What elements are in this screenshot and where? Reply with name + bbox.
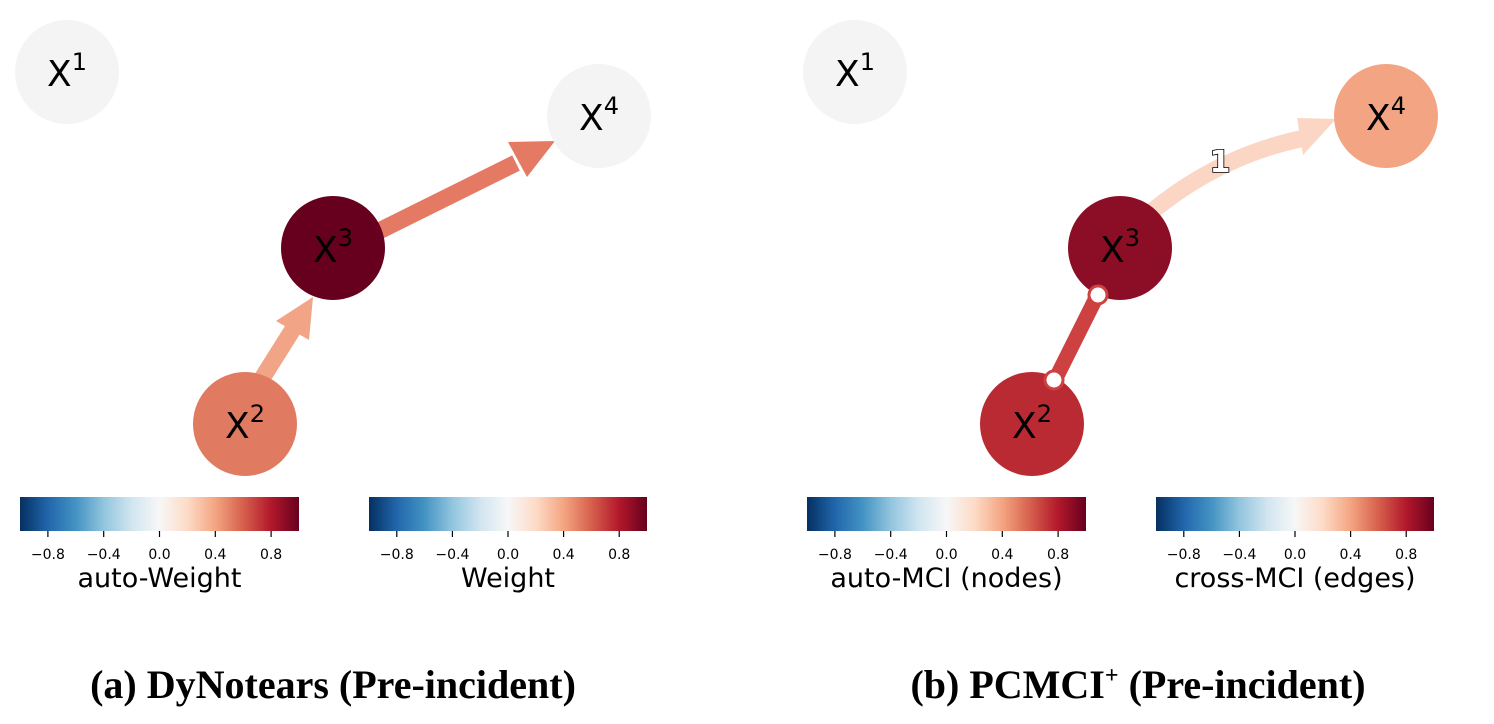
node-x1-a: X1 [15,20,119,124]
colorbar-tick-label: 0.0 [1284,547,1306,563]
node-x4-b-label: X [1366,98,1391,139]
node-x2-b: X2 [980,372,1084,476]
colorbar-tick-label: 0.8 [260,547,282,563]
node-x3-b-label: X [1100,230,1125,271]
node-x4-b: X4 [1334,64,1438,168]
svg-text:X3: X3 [313,224,353,271]
node-x2-b-label: X [1012,406,1037,447]
svg-text:X4: X4 [1366,92,1406,139]
svg-text:X1: X1 [47,48,87,95]
edge-x3-x4-a-arrowhead [508,141,555,177]
node-x3-a-label: X [313,230,338,271]
colorbar-tick-label: −0.8 [818,547,852,563]
colorbar-tick-label: −0.8 [380,547,414,563]
node-x4-a-sup: 4 [604,92,619,120]
colorbar-weight-label: Weight [461,563,555,594]
colorbar-tick-label: −0.4 [87,547,121,563]
colorbar-tick-label: 0.4 [1339,547,1361,563]
colorbar-tick-label: 0.4 [552,547,574,563]
colorbar-tick-label: 0.0 [935,547,957,563]
colorbar-auto-weight: −0.8 −0.4 0.0 0.4 0.8 auto-Weight [20,497,299,594]
colorbar-auto-mci-bar [807,497,1086,531]
colorbar-auto-mci: −0.8 −0.4 0.0 0.4 0.8 auto-MCI (nodes) [807,497,1086,594]
node-x2-a: X2 [193,372,297,476]
edge-x3-x4-a [371,155,520,241]
colorbar-cross-mci-label: cross-MCI (edges) [1174,563,1415,594]
node-x1-b-label: X [835,54,860,95]
svg-text:X4: X4 [579,92,619,139]
node-x2-a-label: X [225,406,250,447]
node-x1-a-label: X [47,54,72,95]
node-x3-b-sup: 3 [1125,224,1140,252]
node-x4-a: X4 [547,64,651,168]
colorbar-auto-weight-label: auto-Weight [78,563,242,594]
svg-text:X2: X2 [1012,400,1052,447]
edge-x3-x4-b [1144,129,1307,220]
node-x2-a-sup: 2 [250,400,265,428]
svg-text:X1: X1 [835,48,875,95]
edge-x3-x4-b-arrowhead [1297,118,1336,155]
edge-x3-x4-b-lag-label: 1 [1210,145,1231,180]
edge-x2-x3-b-marker-end [1087,284,1109,306]
svg-text:X3: X3 [1100,224,1140,271]
caption-a: (a) DyNotears (Pre-incident) [90,662,576,707]
caption-b-main: (b) PCMCI [910,662,1104,707]
colorbar-tick-label: 0.8 [1047,547,1069,563]
edge-x2-x3-a-arrowhead [276,297,313,340]
node-x1-b: X1 [803,20,907,124]
colorbar-tick-label: 0.8 [608,547,630,563]
colorbar-auto-weight-bar [20,497,299,531]
colorbar-tick-label: −0.4 [435,547,469,563]
colorbar-weight-bar [369,497,647,531]
colorbar-tick-label: −0.8 [1167,547,1201,563]
colorbar-tick-label: 0.0 [148,547,170,563]
node-x2-b-sup: 2 [1037,400,1052,428]
colorbar-tick-label: 0.4 [204,547,226,563]
colorbar-cross-mci-bar [1156,497,1434,531]
edge-x2-x3-b-marker-start [1043,369,1065,391]
colorbar-tick-label: 0.4 [991,547,1013,563]
node-x4-a-label: X [579,98,604,139]
svg-text:X2: X2 [225,400,265,447]
caption-b-tail: (Pre-incident) [1119,662,1366,707]
edge-x2-x3-b [1048,292,1104,384]
colorbar-tick-label: −0.8 [31,547,65,563]
node-x3-b: X3 [1068,196,1172,300]
node-x4-b-sup: 4 [1391,92,1406,120]
caption-b: (b) PCMCI+ (Pre-incident) [910,662,1365,707]
caption-b-sup: + [1105,663,1119,689]
colorbar-tick-label: −0.4 [1222,547,1256,563]
colorbar-cross-mci: −0.8 −0.4 0.0 0.4 0.8 cross-MCI (edges) [1156,497,1434,594]
node-x3-a: X3 [281,196,385,300]
node-x3-a-sup: 3 [338,224,353,252]
colorbar-tick-label: 0.0 [497,547,519,563]
colorbar-tick-label: −0.4 [874,547,908,563]
colorbar-tick-label: 0.8 [1395,547,1417,563]
colorbar-weight: −0.8 −0.4 0.0 0.4 0.8 Weight [369,497,647,594]
node-x1-a-sup: 1 [72,48,87,76]
node-x1-b-sup: 1 [860,48,875,76]
colorbar-auto-mci-label: auto-MCI (nodes) [830,563,1062,594]
